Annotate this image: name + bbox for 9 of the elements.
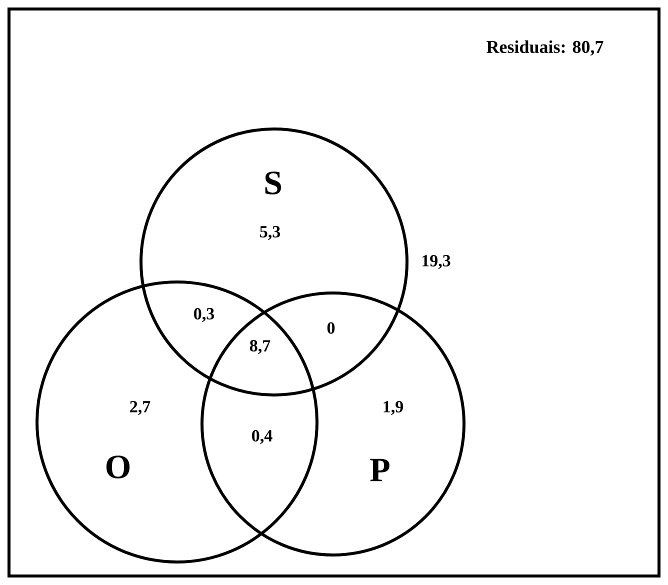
value-label: Residuais: 80,7 (486, 40, 604, 56)
value-label: 1,9 (384, 401, 404, 415)
value-label: 19,3 (422, 255, 450, 269)
value-label: 0,4 (252, 430, 272, 444)
value-label: 0,3 (194, 308, 214, 322)
value-label: 0 (327, 322, 335, 334)
value-label: 8,7 (250, 340, 270, 354)
value-label: 5,3 (260, 226, 280, 240)
value-label: 2,7 (130, 401, 150, 415)
